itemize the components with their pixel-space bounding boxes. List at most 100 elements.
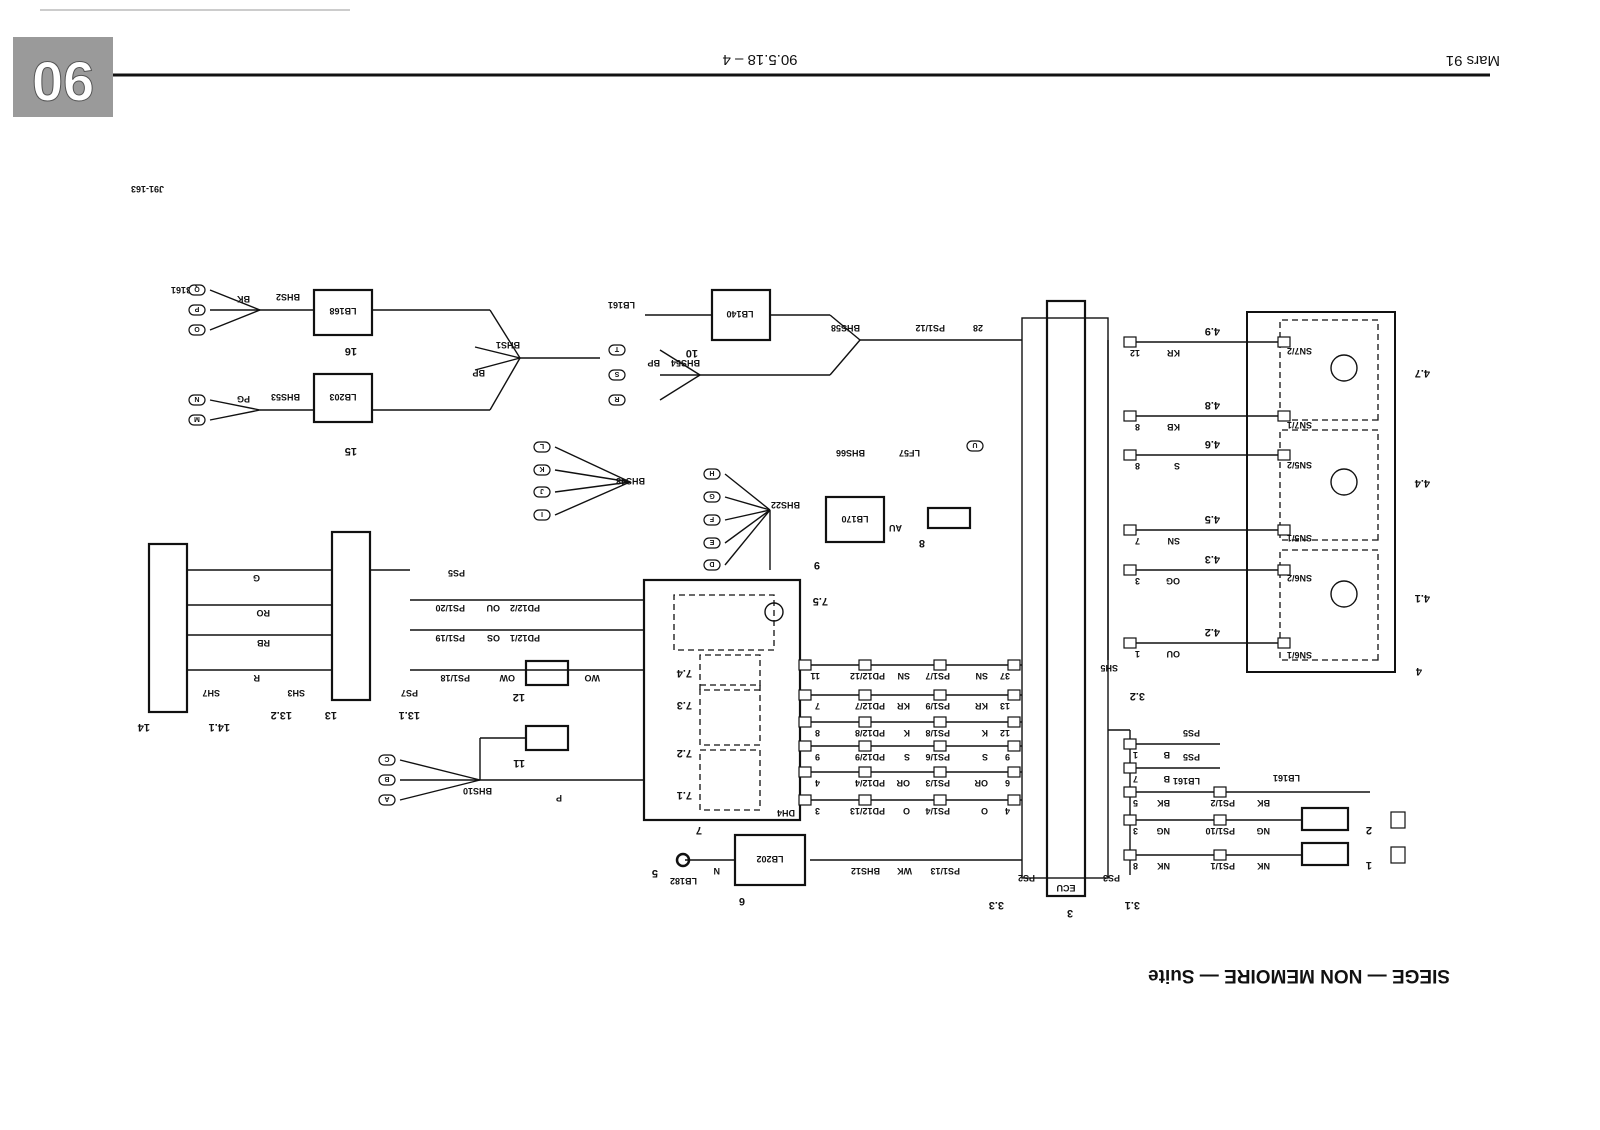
connector-ref: PS1/9 <box>925 701 950 711</box>
connector-ref: PS1/1 <box>1210 861 1235 871</box>
label-15: 15 <box>345 445 357 457</box>
conn-ps1-18: PS1/18 <box>440 673 470 683</box>
ground-stud-icon <box>675 852 691 868</box>
terminal-pill <box>703 559 721 571</box>
pin-connector <box>1123 738 1137 750</box>
label-sh3: SH3 <box>287 688 305 698</box>
wire-ro: RO <box>257 608 271 618</box>
wire-color: K <box>903 728 910 738</box>
ecu-switch-wires <box>800 664 1022 861</box>
ps3-pin-number: 1 <box>1133 750 1138 760</box>
wire-color: NG <box>1157 826 1171 836</box>
splice-bhs48: BHS48 <box>616 476 645 486</box>
bhs48-fan <box>554 446 631 516</box>
motor-wires <box>1107 340 1290 660</box>
ground-lb161-a: LB161 <box>171 285 198 295</box>
ecu-pin-number: 12 <box>1000 728 1010 738</box>
lb140-label: LB140 <box>726 309 753 319</box>
pin-connector <box>1123 410 1137 422</box>
pin-connector <box>1123 814 1137 826</box>
terminal-pill <box>188 394 206 406</box>
ground-label: LB161 <box>1173 776 1200 786</box>
wire-r: R <box>253 673 260 683</box>
splice-bhs22: BHS22 <box>771 500 800 510</box>
motor-wire-label: 4.9 <box>1205 325 1220 337</box>
terminal-pill <box>966 440 984 452</box>
lb203-label: LB203 <box>329 392 356 402</box>
label-16: 16 <box>345 345 357 357</box>
bp-network <box>209 289 1022 421</box>
splice-bhs66: BHS66 <box>836 448 865 458</box>
wire-color: KR <box>1167 348 1180 358</box>
terminal-pill <box>703 491 721 503</box>
terminal-pill-label: I <box>541 510 543 517</box>
wire-pg-a: PG <box>237 394 250 404</box>
pin-connector <box>933 659 947 671</box>
terminal-pill <box>703 514 721 526</box>
label-13-2: 13.2 <box>271 709 292 721</box>
fuse-11 <box>524 724 570 752</box>
switch-pin-number: 8 <box>815 728 820 738</box>
lb168-label: LB168 <box>329 306 356 316</box>
wire-bp-a: BP <box>472 368 485 378</box>
pin-28: 28 <box>973 323 983 333</box>
motor-icon <box>1330 580 1358 608</box>
terminal-pill-label: L <box>539 442 544 449</box>
pin-connector <box>1277 637 1291 649</box>
terminal-pill-label: O <box>194 325 200 332</box>
lb168-box <box>312 288 374 337</box>
label-13-1: 13.1 <box>399 709 420 721</box>
pin-connector <box>1007 766 1021 778</box>
label-7-5: 7.5 <box>813 595 828 607</box>
left-lower-wires <box>187 569 644 801</box>
pin-connector <box>1277 524 1291 536</box>
splice-lf57: LF57 <box>899 448 920 458</box>
connector-2 <box>1300 806 1350 832</box>
label-9: 9 <box>814 559 820 571</box>
pin-connector <box>1213 786 1227 798</box>
label-13: 13 <box>325 709 337 721</box>
splice-bhs10: BHS10 <box>463 786 492 796</box>
label-14-1: 14.1 <box>209 721 230 733</box>
conn-ps1-12: PS1/12 <box>915 323 945 333</box>
label-11: 11 <box>513 757 525 769</box>
motor-icon <box>1330 354 1358 382</box>
wire-color: SN <box>1167 536 1180 546</box>
ecu-pin-number: 37 <box>1000 671 1010 681</box>
label-4: 4 <box>1415 665 1422 677</box>
switch-7-1 <box>699 749 761 811</box>
motor-wire-label: 4.6 <box>1205 438 1220 450</box>
connector-1 <box>1300 841 1350 867</box>
page-title: SIEGE — NON MEMOIRE — Suite <box>1148 965 1450 986</box>
ps3-pin-number: 7 <box>1133 774 1138 784</box>
terminal-1 <box>1390 846 1406 864</box>
pin-connector <box>1213 814 1227 826</box>
label-8: 8 <box>919 537 925 549</box>
switch-pin-number: 9 <box>815 752 820 762</box>
label-4-7: 4.7 <box>1415 367 1430 379</box>
lb203-box <box>312 372 374 424</box>
terminal-pill-label: H <box>709 469 714 476</box>
pin-connector <box>1277 336 1291 348</box>
switch-7-4 <box>673 594 775 651</box>
ps3-pin-number: 8 <box>1133 861 1138 871</box>
connector-ref: PS1/10 <box>1205 826 1235 836</box>
label-7-4: 7.4 <box>676 667 692 679</box>
terminal-pill <box>533 509 551 521</box>
motor-wire-label: 4.2 <box>1205 626 1220 638</box>
label-sn6-2: SN6/2 <box>1287 573 1312 583</box>
wire-ow: OW <box>499 673 515 683</box>
terminal-pill <box>188 304 206 316</box>
terminal-pill-label: R <box>614 395 619 402</box>
terminal-pill-label: J <box>540 487 544 494</box>
terminal-pill <box>188 414 206 426</box>
wire-p: P <box>556 793 562 803</box>
switch-pack-7 <box>642 578 802 822</box>
wire-rb: RB <box>257 638 270 648</box>
pin-connector <box>933 766 947 778</box>
label-4-4: 4.4 <box>1414 477 1430 489</box>
terminal-pill-label: F <box>709 515 714 522</box>
splice-bhs58: BHS58 <box>831 323 860 333</box>
wire-color: NK <box>1257 861 1270 871</box>
terminal-pill-label: E <box>709 538 714 545</box>
